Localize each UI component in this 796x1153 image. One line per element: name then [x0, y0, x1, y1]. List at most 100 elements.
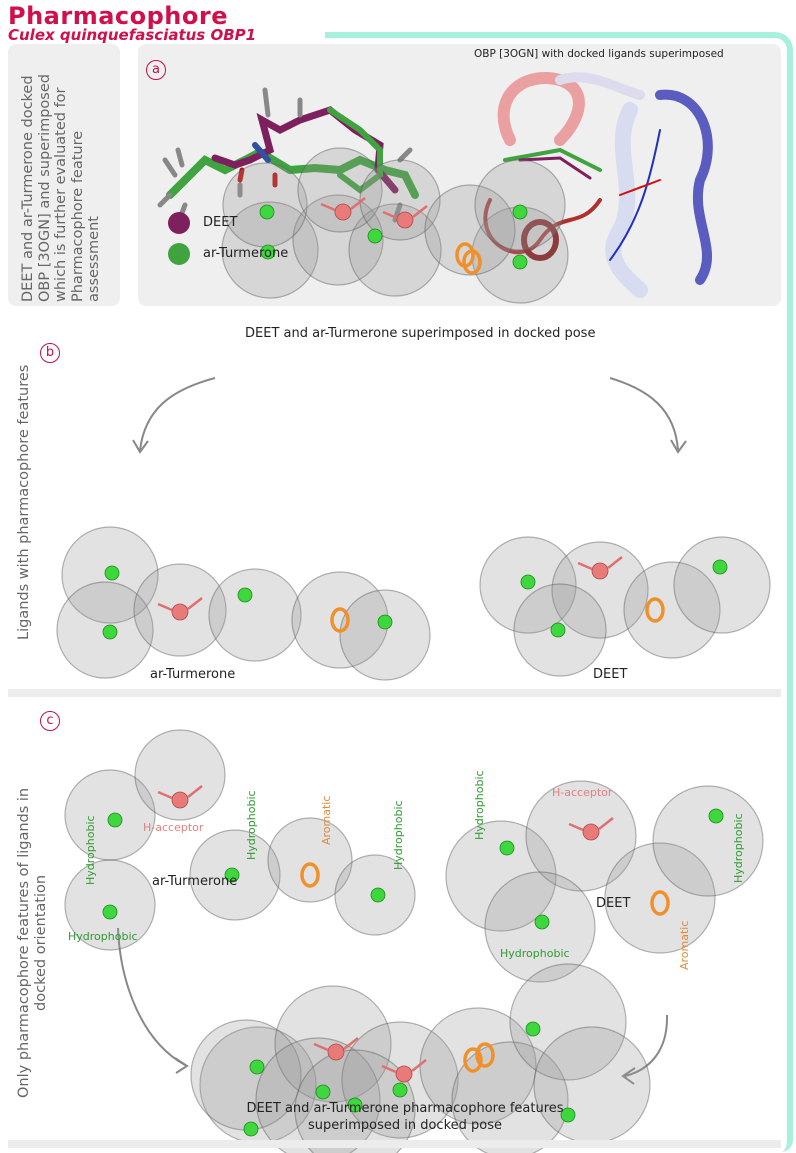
hydrophobic-feature	[712, 559, 728, 575]
legend-label-0: DEET	[203, 215, 238, 230]
acceptor-feature	[582, 823, 600, 841]
flow-arrows	[117, 377, 687, 1085]
hydrophobic-feature	[347, 1097, 363, 1113]
acceptor-arrow	[382, 210, 398, 220]
feature-sphere	[274, 985, 392, 1103]
figure-title: Pharmacophore	[8, 2, 228, 30]
label-hydrophobic-turmerone: Hydrophobic	[68, 930, 138, 943]
hydrophobic-feature	[377, 614, 393, 630]
hydrophobic-feature	[107, 812, 123, 828]
panel-a-letter: a	[146, 60, 166, 80]
feature-sphere	[652, 785, 764, 897]
acceptor-arrow	[187, 597, 203, 610]
separator	[8, 689, 781, 697]
hydrophobic-feature	[392, 1082, 408, 1098]
aromatic-ring	[300, 862, 320, 888]
hydrophobic-feature	[260, 244, 276, 260]
hydrophobic-feature	[520, 574, 536, 590]
acceptor-arrow	[350, 197, 366, 210]
oxygen-bond	[237, 167, 245, 183]
aromatic-ring	[645, 597, 665, 623]
feature-sphere	[134, 729, 226, 821]
acceptor-arrow	[157, 790, 173, 800]
feature-sphere	[525, 780, 637, 892]
acceptor-arrow	[577, 561, 593, 571]
acceptor-feature	[334, 203, 352, 221]
acceptor-feature	[327, 1043, 345, 1061]
legend-swatch-turmerone	[168, 243, 190, 265]
acceptor-feature	[591, 562, 609, 580]
teal-frame	[325, 32, 793, 1152]
acceptor-arrow	[157, 602, 173, 612]
feature-sphere	[292, 194, 384, 286]
hydrophobic-feature	[512, 204, 528, 220]
acceptor-arrow	[343, 1037, 359, 1050]
hydrophobic-feature	[102, 904, 118, 920]
aromatic-ring	[475, 1042, 495, 1068]
panel-b-left-caption: ar-Turmerone	[150, 667, 236, 682]
hydrophobic-feature	[367, 228, 383, 244]
feature-sphere	[424, 184, 516, 276]
feature-sphere	[551, 541, 649, 639]
acceptor-arrow	[598, 817, 614, 830]
hydrophobic-feature	[512, 254, 528, 270]
panel-b-side-label: Ligands with pharmacophore features	[16, 364, 32, 640]
legend-swatch-deet	[168, 212, 190, 234]
label-h-acceptor-turmerone: H-acceptor	[143, 821, 204, 834]
acceptor-arrow	[411, 1059, 427, 1072]
figure-subtitle: Culex quinquefasciatus OBP1	[8, 26, 257, 44]
hydrophobic-feature	[104, 565, 120, 581]
panel-c-letter: c	[40, 711, 60, 731]
acceptor-feature	[396, 211, 414, 229]
panel-a-description-box	[8, 44, 120, 306]
acceptor-arrow	[412, 205, 428, 218]
hydrophobic-feature	[550, 622, 566, 638]
label-hydrophobic-turmerone-2: Hydrophobic	[84, 815, 97, 885]
aromatic-ring	[650, 890, 670, 916]
feature-sphere	[339, 589, 431, 681]
feature-sphere	[604, 842, 716, 954]
legend-label-1: ar-Turmerone	[203, 246, 289, 261]
feature-sphere	[673, 536, 771, 634]
feature-sphere	[348, 203, 442, 297]
acceptor-feature	[171, 603, 189, 621]
label-aromatic-turmerone: Aromatic	[320, 795, 333, 845]
aromatic-ring	[463, 1047, 483, 1073]
feature-sphere	[267, 817, 353, 903]
panel-b-right-caption: DEET	[593, 667, 628, 682]
label-hydrophobic-deet: Hydrophobic	[473, 770, 486, 840]
panel-b-top-caption: DEET and ar-Turmerone superimposed in do…	[245, 326, 596, 341]
protein-ribbon	[483, 72, 713, 298]
panel-c-left-caption: ar-Turmerone	[152, 874, 238, 889]
nitrogen-bond	[252, 142, 271, 163]
label-h-acceptor-deet: H-acceptor	[552, 786, 613, 799]
pharmacophore-features	[102, 197, 728, 1137]
acceptor-arrow	[187, 785, 203, 798]
panel-c-right-caption: DEET	[596, 896, 631, 911]
label-hydrophobic-turmerone-3: Hydrophobic	[245, 790, 258, 860]
aromatic-ring	[462, 249, 482, 275]
hydrophobic-feature	[224, 867, 240, 883]
hydrophobic-feature	[259, 204, 275, 220]
panel-c-side-label: Only pharmacophore features of ligands i…	[16, 787, 49, 1098]
label-hydrophobic-turmerone-4: Hydrophobic	[392, 800, 405, 870]
acceptor-feature	[171, 791, 189, 809]
acceptor-arrow	[568, 822, 584, 832]
turmerone-ring-sticks	[327, 107, 383, 194]
hydrophobic-feature	[708, 808, 724, 824]
feature-sphere	[359, 159, 441, 241]
feature-sphere	[623, 561, 721, 659]
panel-c-bottom-caption: DEET and ar-Turmerone pharmacophore feat…	[246, 1101, 564, 1133]
feature-spheres	[56, 147, 771, 1153]
label-aromatic-deet: Aromatic	[678, 920, 691, 970]
label-hydrophobic-deet-3: Hydrophobic	[732, 813, 745, 883]
acceptor-feature	[395, 1065, 413, 1083]
hydrophobic-feature	[315, 1084, 331, 1100]
hydrophobic-feature	[525, 1021, 541, 1037]
feature-sphere	[509, 963, 627, 1081]
hydrophobic-feature	[560, 1107, 576, 1123]
separator-bottom	[8, 1140, 781, 1148]
feature-sphere	[451, 1041, 569, 1153]
feature-sphere	[445, 820, 557, 932]
label-hydrophobic-deet-2: Hydrophobic	[500, 947, 570, 960]
